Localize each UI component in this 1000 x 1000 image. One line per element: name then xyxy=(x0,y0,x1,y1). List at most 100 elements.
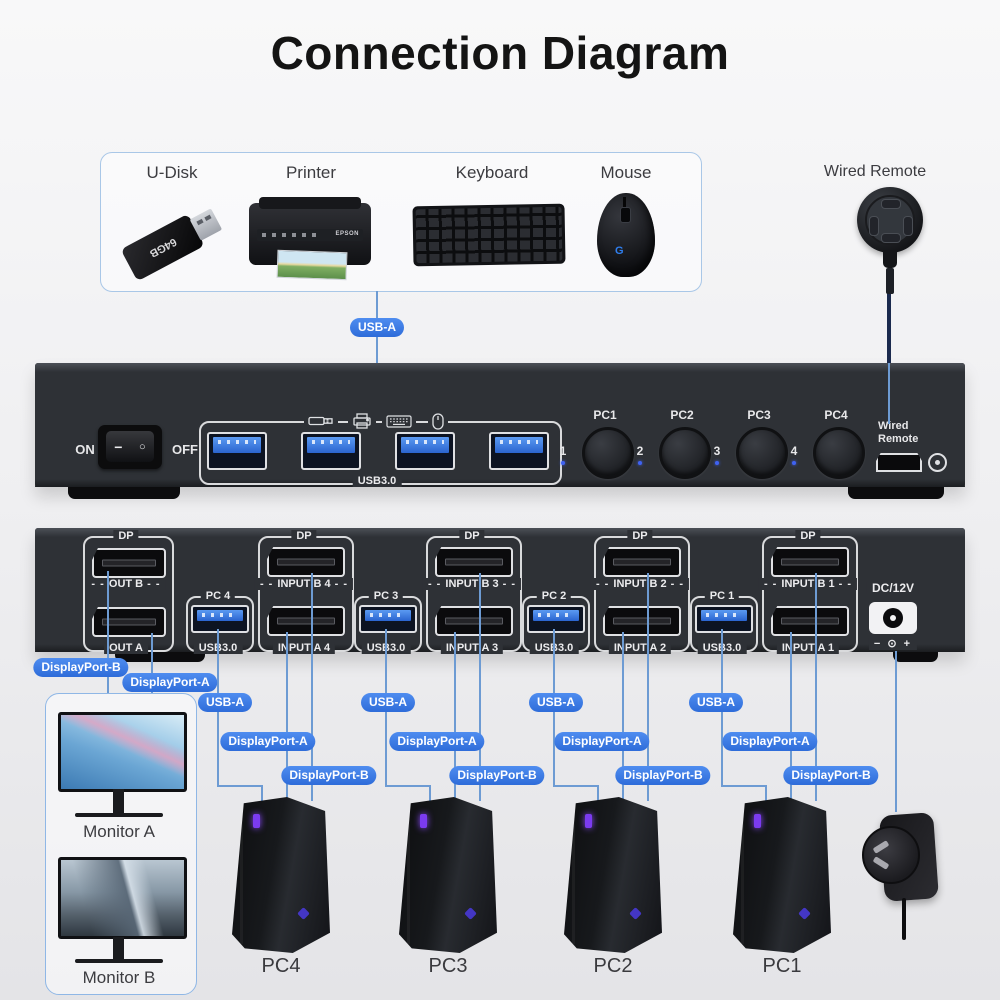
out-dp-label: DP xyxy=(113,530,139,542)
remote-port-label: Wired Remote xyxy=(878,420,919,445)
pc4-led xyxy=(792,461,796,465)
dc-power-cable-line xyxy=(895,651,897,812)
pc3-input-b-port xyxy=(435,547,513,577)
pc3-input-a-port xyxy=(435,606,513,636)
pc1-input-b-port xyxy=(771,547,849,577)
front-usb-port-4 xyxy=(489,432,549,470)
power-adapter-image xyxy=(862,808,948,940)
pc2-group-label: PC 2 xyxy=(536,590,572,602)
select-number-3: 3 xyxy=(713,444,721,458)
dc-12v-label: DC/12V xyxy=(866,582,920,594)
pc2-dp-b-badge: DisplayPort-B xyxy=(615,766,711,785)
mouse-label: Mouse xyxy=(600,163,652,182)
front-usb-port-3 xyxy=(395,432,455,470)
page-title: Connection Diagram xyxy=(270,27,730,79)
pc3-input-a-label: INPUT A 3 xyxy=(440,642,504,654)
front-usb-port-1 xyxy=(207,432,267,470)
kvm-front-panel: ON − ○ OFF USB3.0 PC1 PC2 xyxy=(35,363,965,487)
select-number-4: 4 xyxy=(790,444,798,458)
pc4-tower-image xyxy=(232,797,330,953)
pc4-dp-a-badge: DisplayPort-A xyxy=(220,732,316,751)
pc3-dp-a-badge: DisplayPort-A xyxy=(389,732,485,751)
select-number-2: 2 xyxy=(636,444,644,458)
pc1-dp-a-cable-line xyxy=(790,632,792,800)
pc2-usb-cable-drop xyxy=(597,785,599,803)
pc3-usb-port xyxy=(359,605,417,633)
remote-button-right xyxy=(903,216,913,236)
pc4-usb-a-badge: USB-A xyxy=(198,693,252,712)
pc4-input-b-label: INPUT B 4 xyxy=(254,578,354,590)
pc3-select-button xyxy=(736,427,788,479)
back-panel-pc1-group: PC 1 USB3.0 DP INPUT B 1 INPUT A 1 xyxy=(690,528,858,654)
pc4-dp-b-badge: DisplayPort-B xyxy=(281,766,377,785)
keyboard-label: Keyboard xyxy=(455,163,529,182)
remote-micro-usb-port xyxy=(876,453,922,472)
out-a-cable-line xyxy=(151,633,153,694)
pc2-dp-label: DP xyxy=(627,530,653,542)
out-b-port xyxy=(92,548,166,578)
mouse-icon xyxy=(428,412,448,431)
monitor-a-dp-badge: DisplayPort-A xyxy=(122,673,218,692)
pc3-input-b-label: INPUT B 3 xyxy=(422,578,522,590)
mouse-scroll-wheel xyxy=(620,207,631,223)
pc4-dp-b-cable-line xyxy=(311,573,313,801)
back-panel-pc3-group: PC 3 USB3.0 DP INPUT B 3 INPUT A 3 xyxy=(354,528,522,654)
pc1-input-a-port xyxy=(771,606,849,636)
printer-image: EPSON xyxy=(249,195,371,281)
pc3-dp-label: DP xyxy=(459,530,485,542)
pc2-input-a-port xyxy=(603,606,681,636)
pc2-usb-cable-elbow xyxy=(553,785,599,787)
remote-cable xyxy=(887,292,891,363)
power-adapter-cable xyxy=(902,898,906,940)
front-usb-port-2 xyxy=(301,432,361,470)
usb-drive-icon xyxy=(304,413,338,429)
keyboard-icon xyxy=(382,414,416,429)
pc3-usb-cable-elbow xyxy=(385,785,431,787)
pc1-tower-label: PC1 xyxy=(762,955,802,977)
out-a-port xyxy=(92,607,166,637)
back-panel-out-group: DP OUT B OUT A xyxy=(83,528,247,654)
remote-connector xyxy=(886,268,894,294)
pc4-input-a-port xyxy=(267,606,345,636)
pc2-tower-label: PC2 xyxy=(593,955,633,977)
pc1-led xyxy=(561,461,565,465)
pc4-input-a-label: INPUT A 4 xyxy=(272,642,336,654)
monitor-b-base xyxy=(75,959,163,963)
keyboard-image xyxy=(412,203,566,267)
select-number-1: 1 xyxy=(559,444,567,458)
off-label: OFF xyxy=(172,442,198,457)
wired-remote-label: Wired Remote xyxy=(823,163,927,180)
printer-brand: EPSON xyxy=(335,231,359,237)
pc4-select-button xyxy=(813,427,865,479)
pc2-usb-a-badge: USB-A xyxy=(529,693,583,712)
pc2-dp-b-cable-line xyxy=(647,573,649,801)
monitor-a-image xyxy=(58,712,187,792)
udisk-capacity: 64GB xyxy=(147,235,179,260)
printer-icon xyxy=(348,412,376,430)
pc4-usb-cable-elbow xyxy=(217,785,263,787)
pc3-button-label: PC3 xyxy=(747,408,771,422)
power-adapter-plug xyxy=(862,826,920,884)
pc2-dp-a-badge: DisplayPort-A xyxy=(554,732,650,751)
wired-remote-image xyxy=(857,187,923,253)
pc2-input-b-label: INPUT B 2 xyxy=(590,578,690,590)
pc2-button-label: PC2 xyxy=(670,408,694,422)
peripherals-box: U-Disk Printer Keyboard Mouse 64GB EPSON xyxy=(100,152,702,292)
pc3-tower-image xyxy=(399,797,497,953)
pc2-tower-image xyxy=(564,797,662,953)
pc1-usb-port xyxy=(695,605,753,633)
pc2-select-button xyxy=(659,427,711,479)
pc4-group-label: PC 4 xyxy=(200,590,236,602)
pc1-dp-b-cable-line xyxy=(815,573,817,801)
front-usb-a-badge: USB-A xyxy=(350,318,404,337)
rocker-on-symbol: − xyxy=(114,438,123,455)
pc1-input-a-label: INPUT A 1 xyxy=(776,642,840,654)
out-b-cable-line xyxy=(107,571,109,694)
pc3-group-label: PC 3 xyxy=(368,590,404,602)
printer-paper xyxy=(276,249,348,281)
out-a-label: OUT A xyxy=(104,642,148,654)
pc1-usb-a-badge: USB-A xyxy=(689,693,743,712)
pc4-dp-label: DP xyxy=(291,530,317,542)
pc4-tower-label: PC4 xyxy=(261,955,301,977)
pc1-usb-cable-elbow xyxy=(721,785,767,787)
